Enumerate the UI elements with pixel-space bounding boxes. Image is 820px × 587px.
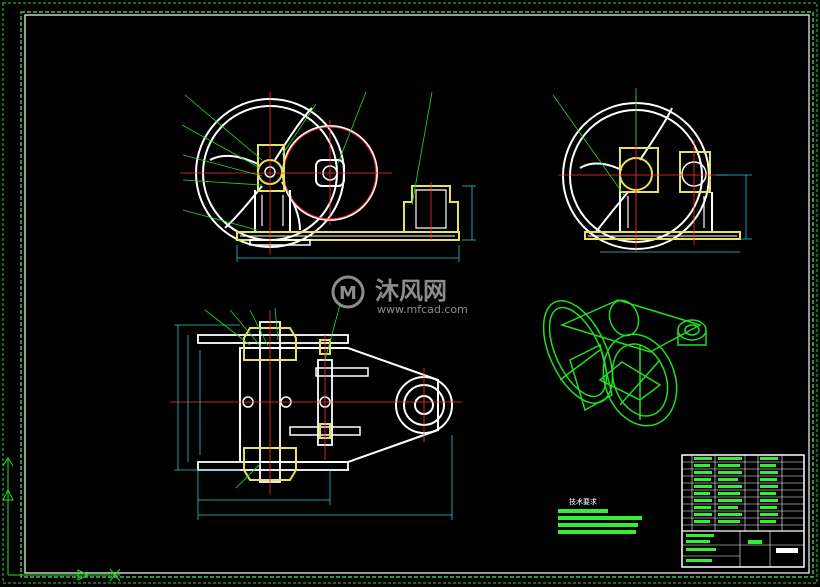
isometric-view <box>542 299 707 427</box>
front-bearing-block <box>403 182 459 240</box>
side-base-plate <box>584 231 741 240</box>
front-base-plate <box>236 231 460 246</box>
side-view <box>552 88 752 253</box>
iso-handwheel-inner <box>548 306 608 398</box>
ucs-axis-icon <box>2 457 121 582</box>
notes-heading: 技术要求 <box>569 497 597 506</box>
front-leader-lines <box>181 91 433 231</box>
side-leader-lines <box>552 88 637 196</box>
top-centerlines <box>170 310 462 495</box>
watermark: M 沐风网 www.mfcad.com <box>331 275 468 316</box>
title-block <box>681 454 805 568</box>
watermark-logo-glyph: M <box>339 283 357 304</box>
front-view <box>180 91 476 262</box>
watermark-domain: www.mfcad.com <box>377 303 468 316</box>
iso-drum <box>608 299 640 337</box>
top-leader-lines <box>204 304 341 489</box>
front-centerlines <box>180 92 392 255</box>
watermark-logo-icon <box>331 275 365 309</box>
watermark-brand: 沐风网 <box>375 277 447 305</box>
side-dimensions <box>600 174 752 253</box>
top-dimensions <box>174 324 453 520</box>
iso-handwheel-outer <box>542 300 614 404</box>
technical-notes: 技术要求 <box>558 497 642 534</box>
front-dimensions <box>236 185 476 262</box>
top-view <box>170 304 462 520</box>
